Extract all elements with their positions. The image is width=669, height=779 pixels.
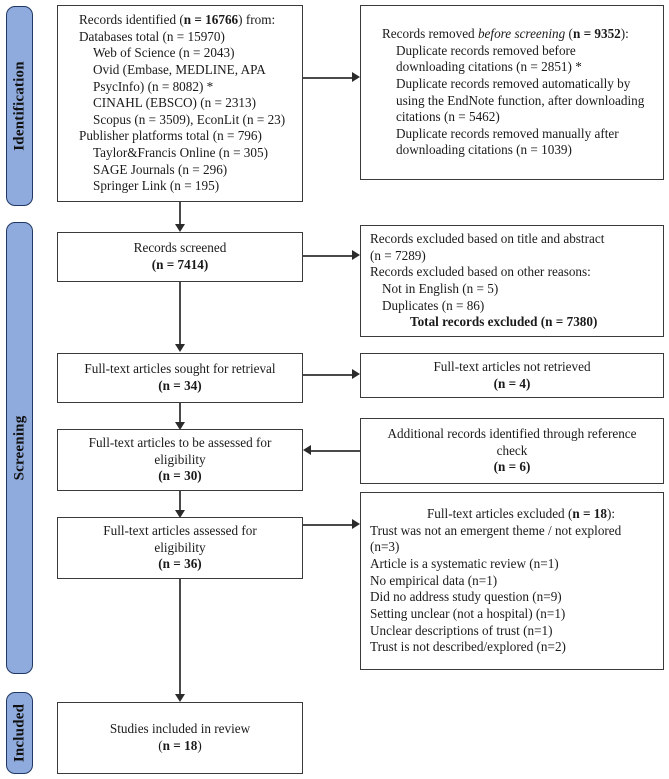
box-records-screened: Records screened (n = 7414)	[57, 232, 303, 282]
records-removed-line-4: citations (n = 5462)	[396, 109, 500, 125]
stage-pill-screening-label: Screening	[11, 415, 27, 481]
connector-assessed-to-eligibility	[179, 491, 181, 513]
records-screened-line-1: Records screened	[133, 240, 227, 256]
assessed-eligibility-line-2: eligibility	[154, 539, 206, 555]
arrow-eligibility-to-fulltext-excluded	[352, 519, 360, 530]
connector-screened-to-excluded	[303, 255, 355, 257]
arrow-additional-to-assessed	[303, 445, 311, 456]
connector-sought-to-not-retrieved	[303, 374, 355, 376]
connector-sought-to-assessed	[179, 403, 181, 425]
arrow-screened-to-excluded	[352, 250, 360, 261]
not-retrieved-line-1: Full-text articles not retrieved	[433, 358, 591, 374]
box-records-identified: Records identified (n = 16766) from: Dat…	[57, 5, 303, 202]
additional-records-line-3: (n = 6)	[493, 459, 531, 475]
box-records-removed: Records removed before screening (n = 93…	[360, 5, 664, 180]
box-studies-included: Studies included in review (n = 18)	[57, 702, 303, 774]
connector-screened-to-sought	[179, 282, 181, 347]
additional-records-line-1: Additional records identified through re…	[387, 426, 637, 442]
arrow-identified-to-screened	[174, 224, 185, 232]
fulltext-excluded-line-3: No empirical data (n=1)	[370, 572, 498, 588]
stage-pill-identification-label: Identification	[11, 61, 27, 151]
fulltext-excluded-line-0: Trust was not an emergent theme / not ex…	[370, 522, 622, 538]
arrow-assessed-to-eligibility	[174, 510, 185, 518]
records-removed-line-0: Duplicate records removed before	[396, 42, 576, 58]
to-be-assessed-line-1: Full-text articles to be assessed for	[88, 435, 272, 451]
arrow-screened-to-sought	[174, 344, 185, 352]
records-removed-line-5: Duplicate records removed manually after	[396, 125, 619, 141]
box-assessed-eligibility: Full-text articles assessed for eligibil…	[57, 517, 303, 579]
records-identified-line-0: Records identified (n = 16766) from:	[79, 12, 276, 28]
studies-included-line-2: (n = 18)	[158, 738, 202, 753]
fulltext-excluded-line-6: Unclear descriptions of trust (n=1)	[370, 622, 553, 638]
records-excluded-line-4: Duplicates (n = 86)	[382, 297, 485, 313]
box-not-retrieved: Full-text articles not retrieved (n = 4)	[360, 353, 664, 398]
sought-retrieval-line-2: (n = 34)	[158, 378, 202, 393]
records-identified-line-8: Taylor&Francis Online (n = 305)	[93, 145, 268, 161]
stage-pill-identification: Identification	[6, 6, 33, 206]
records-excluded-line-2: Records excluded based on other reasons:	[370, 264, 591, 280]
records-identified-line-1: Databases total (n = 15970)	[79, 28, 225, 44]
records-identified-line-3: Ovid (Embase, MEDLINE, APA	[93, 61, 266, 77]
arrow-sought-to-assessed	[174, 422, 185, 430]
records-removed-line-6: downloading citations (n = 1039)	[396, 142, 572, 158]
connector-additional-to-assessed	[310, 450, 360, 452]
fulltext-excluded-line-1: (n=3)	[370, 539, 400, 555]
stage-pill-included: Included	[6, 692, 33, 774]
box-sought-retrieval: Full-text articles sought for retrieval …	[57, 353, 303, 403]
arrow-sought-to-not-retrieved	[352, 369, 360, 380]
studies-included-line-1: Studies included in review	[109, 721, 251, 737]
records-removed-line-1: downloading citations (n = 2851) *	[396, 59, 582, 75]
stage-pill-screening: Screening	[6, 222, 33, 674]
to-be-assessed-line-2: eligibility	[154, 451, 206, 467]
arrow-identified-to-removed	[352, 72, 360, 83]
connector-identified-to-removed	[303, 77, 355, 79]
records-excluded-total: Total records excluded (n = 7380)	[410, 314, 598, 330]
fulltext-excluded-line-7: Trust is not described/explored (n=2)	[370, 639, 566, 655]
box-fulltext-excluded: Full-text articles excluded (n = 18): Tr…	[360, 492, 664, 670]
records-excluded-line-3: Not in English (n = 5)	[382, 281, 499, 296]
connector-identified-to-screened	[179, 202, 181, 227]
connector-eligibility-to-included	[179, 579, 181, 697]
records-identified-line-5: CINAHL (EBSCO) (n = 2313)	[93, 95, 256, 111]
assessed-eligibility-line-1: Full-text articles assessed for	[103, 523, 257, 539]
records-excluded-line-0: Records excluded based on title and abst…	[370, 231, 605, 247]
records-identified-line-6: Scopus (n = 3509), EconLit (n = 23)	[93, 111, 286, 127]
records-screened-line-2: (n = 7414)	[151, 257, 209, 272]
records-excluded-line-1: (n = 7289)	[370, 247, 426, 263]
sought-retrieval-line-1: Full-text articles sought for retrieval	[84, 361, 276, 377]
stage-pill-included-label: Included	[11, 703, 27, 763]
records-removed-line-3: using the EndNote function, after downlo…	[396, 92, 645, 108]
records-identified-line-9: SAGE Journals (n = 296)	[93, 161, 228, 177]
records-identified-line-7: Publisher platforms total (n = 796)	[79, 128, 262, 144]
records-identified-line-10: Springer Link (n = 195)	[93, 178, 220, 194]
not-retrieved-line-2: (n = 4)	[493, 375, 531, 391]
box-records-excluded: Records excluded based on title and abst…	[360, 225, 664, 337]
records-removed-header: Records removed before screening (n = 93…	[382, 26, 629, 41]
records-removed-line-2: Duplicate records removed automatically …	[396, 75, 631, 91]
connector-eligibility-to-fulltext-excluded	[303, 524, 355, 526]
assessed-eligibility-line-3: (n = 36)	[158, 556, 202, 572]
arrow-eligibility-to-included	[174, 694, 185, 702]
box-additional-records: Additional records identified through re…	[360, 418, 664, 484]
records-identified-line-2: Web of Science (n = 2043)	[93, 45, 235, 61]
additional-records-line-2: check	[496, 442, 528, 458]
records-identified-line-4: PsycInfo) (n = 8082) *	[93, 78, 214, 94]
fulltext-excluded-line-5: Setting unclear (not a hospital) (n=1)	[370, 605, 566, 621]
fulltext-excluded-header: Full-text articles excluded (n = 18):	[426, 506, 616, 522]
fulltext-excluded-line-2: Article is a systematic review (n=1)	[370, 556, 559, 572]
fulltext-excluded-line-4: Did no address study question (n=9)	[370, 589, 562, 605]
box-to-be-assessed: Full-text articles to be assessed for el…	[57, 429, 303, 491]
to-be-assessed-line-3: (n = 30)	[158, 468, 202, 484]
